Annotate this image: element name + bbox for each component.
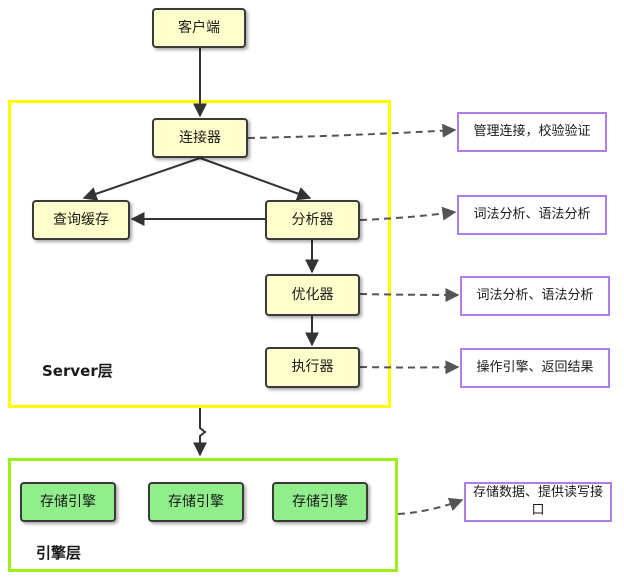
storage-engine-note: 存储数据、提供读写接口 xyxy=(464,482,612,522)
analyzer-note: 词法分析、语法分析 xyxy=(457,195,607,235)
connector-note: 管理连接，校验验证 xyxy=(457,112,607,152)
dashed-edge-analyzer-note xyxy=(359,206,457,221)
engine-layer-label: 引擎层 xyxy=(36,544,82,562)
storage-engine-node-3: 存储引擎 xyxy=(272,482,368,522)
client-node: 客户端 xyxy=(152,8,246,48)
storage-engine-node-1: 存储引擎 xyxy=(20,482,116,522)
edge-server-engine xyxy=(193,408,207,457)
optimizer-node: 优化器 xyxy=(265,274,360,316)
engine-layer-region xyxy=(8,458,398,572)
executor-node: 执行器 xyxy=(265,347,360,388)
executor-note: 操作引擎、返回结果 xyxy=(460,348,610,388)
dashed-edge-optimizer-note xyxy=(359,287,460,302)
connector-node: 连接器 xyxy=(152,118,248,158)
server-layer-label: Server层 xyxy=(42,362,113,380)
dashed-edge-engine-note xyxy=(397,497,464,515)
edge-connector-cache xyxy=(82,157,201,201)
dashed-edge-connector-note xyxy=(247,123,457,139)
analyzer-node: 分析器 xyxy=(265,200,360,240)
storage-engine-node-2: 存储引擎 xyxy=(148,482,244,522)
dashed-edge-executor-note xyxy=(359,360,460,375)
edge-connector-analyzer xyxy=(199,157,312,201)
query-cache-node: 查询缓存 xyxy=(32,200,130,240)
optimizer-note: 词法分析、语法分析 xyxy=(460,276,610,316)
